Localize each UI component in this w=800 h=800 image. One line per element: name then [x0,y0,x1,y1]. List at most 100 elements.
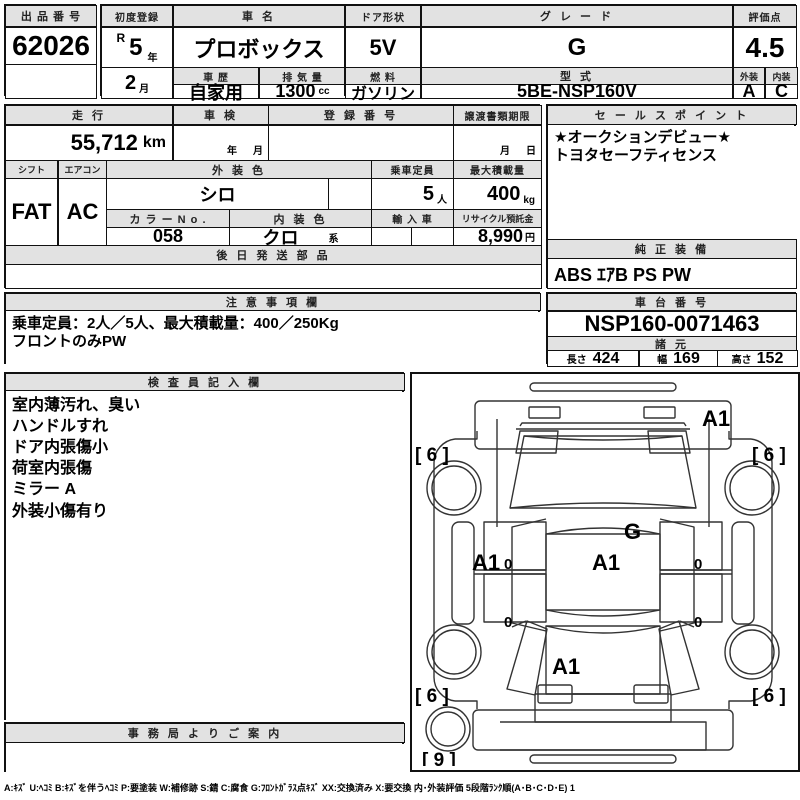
exterior-color-value: シロ [106,178,329,210]
car-name-label: 車 名 [173,5,345,27]
displacement-cell: 1300 cc [259,81,346,101]
shaken-month-unit: 月 [253,146,263,157]
registration-number-value [268,125,454,161]
oem-equipment-label: 純 正 装 備 [547,239,797,259]
later-parts-label: 後 日 発 送 部 品 [5,245,542,265]
shift-value: FAT [5,178,58,246]
grade-label: グ レ ー ド [421,5,733,27]
door-shape-block: ドア形状 5V 燃 料 ガソリン [344,4,421,103]
inspector-notes-block: 検 査 員 記 入 欄 室内薄汚れ、臭い ハンドルすれ ドア内張傷小 荷室内張傷… [4,372,405,720]
car-history-value: 自家用 [173,83,259,103]
diagram-mark-left-front-glass: [ 6 ] [415,445,449,466]
width-label: 幅 [657,355,668,366]
first-registration-month-cell: 2 月 [101,67,173,99]
score-value: 4.5 [733,27,797,68]
door-shape-label: ドア形状 [345,5,421,27]
diagram-mark-left-rear-glass: [ 6 ] [415,686,449,707]
office-notice-label: 事 務 局 よ り ご 案 内 [5,723,405,743]
score-block: 評価点 4.5 外装 内装 A C [732,4,798,101]
chassis-number-label: 車 台 番 号 [547,293,797,311]
import-cell-b [411,227,454,246]
height-label: 高さ [731,355,752,366]
mileage-unit: km [142,134,166,151]
exterior-grade-value: A [733,81,765,101]
registration-number-label: 登 録 番 号 [268,105,454,125]
interior-color-label: 内 装 色 [229,209,372,228]
length-cell: 長さ 424 [547,350,639,367]
lot-number-block: 出 品 番 号 62026 [4,4,97,99]
shaken-year-unit: 年 [227,146,237,157]
era-label: R [116,31,126,45]
diagram-mark-spare-tire: [ 9 ] [422,750,456,766]
max-load-label: 最大積載量 [453,160,542,179]
exterior-grade-label: 外装 [733,67,765,85]
transfer-day-unit: 日 [526,146,536,157]
height-value: 152 [756,349,784,367]
chassis-block: 車 台 番 号 NSP160-0071463 諸 元 長さ 424 幅 169 … [546,292,798,367]
exterior-color-label: 外 装 色 [106,160,372,179]
office-notice-text [6,744,405,772]
displacement-value: 1300 [275,81,316,101]
first-registration-label: 初度登録 [101,5,173,27]
inspector-notes-label: 検 査 員 記 入 欄 [5,373,405,391]
later-parts-value [5,264,542,289]
car-name-block: 車 名 プロボックス 車 歴 排 気 量 自家用 1300 cc [172,4,346,103]
grade-block: グ レ ー ド G 型 式 5BE-NSP160V [420,4,733,101]
seats-cell: 5 人 [371,178,454,210]
recycle-deposit-value: 8,990 [477,226,523,246]
mileage-cell: 55,712 km [5,125,173,161]
diagram-mark-right-rear-glass: [ 6 ] [752,686,786,707]
displacement-unit: cc [318,86,330,97]
aircon-value: AC [58,178,107,246]
aircon-label: エアコン [58,160,107,179]
diagram-mark-left-front-door-small: 0 [504,556,512,573]
lot-number-label: 出 品 番 号 [5,5,97,27]
door-shape-value: 5V [345,27,421,68]
chassis-number-value: NSP160-0071463 [547,311,797,337]
car-damage-diagram: A1 [ 6 ] [ 6 ] A1 A1 G 0 0 0 0 A1 [ 6 ] … [410,372,800,772]
max-load-cell: 400 kg [453,178,542,210]
length-label: 長さ [566,355,587,366]
diagram-mark-left-front-door: A1 [472,550,500,575]
diagram-mark-windshield-chip: G [624,519,641,544]
caution-text: 乗車定員：2人／5人、最大積載量：400／250Kg フロントのみPW [6,312,541,364]
diagram-mark-hood: A1 [552,654,580,679]
diagram-mark-right-front-glass: [ 6 ] [752,445,786,466]
width-cell: 幅 169 [639,350,718,367]
car-name-value: プロボックス [173,27,345,68]
max-load-unit: kg [523,195,535,206]
sales-point-label: セ ー ル ス ポ イ ン ト [547,105,797,125]
color-number-value: 058 [106,226,230,246]
sales-point-block: セ ー ル ス ポ イ ン ト ★オークションデビュー★ トヨタセーフティセンス… [546,104,797,289]
shift-label: シフト [5,160,58,179]
caution-block: 注 意 事 項 欄 乗車定員：2人／5人、最大積載量：400／250Kg フロン… [4,292,541,364]
office-notice-block: 事 務 局 よ り ご 案 内 [4,722,405,772]
diagram-mark-roof-center: A1 [592,550,620,575]
reg-year-value: 5 [129,33,143,61]
mileage-value: 55,712 [70,130,138,155]
damage-code-legend: A:ｷｽﾞ U:ﾍｺﾐ B:ｷｽﾞを伴うﾍｺﾐ P:要塗装 W:補修跡 S:錆 … [4,782,575,793]
color-number-label: カ ラ ー N o . [106,209,230,228]
import-label: 輸 入 車 [371,209,454,228]
year-unit-label: 年 [147,53,158,64]
shaken-label: 車 検 [173,105,269,125]
diagram-mark-right-rear-door-small: 0 [694,614,702,631]
diagram-mark-right-front-door-small: 0 [694,556,702,573]
transfer-doc-cell: 月 日 [453,125,542,161]
grade-value: G [421,27,733,68]
interior-grade-value: C [765,81,798,101]
fuel-value: ガソリン [345,84,421,103]
shaken-cell: 年 月 [173,125,269,161]
seats-value: 5 [422,182,434,205]
interior-color-cell: クロ 系 [229,227,372,248]
recycle-deposit-unit: 円 [525,233,535,244]
first-registration-block: 初度登録 R 5 年 2 月 [100,4,173,99]
import-cell-a [371,227,412,246]
exterior-color-extra [328,178,372,210]
specs-block: 走 行 車 検 登 録 番 号 譲渡書類期限 55,712 km 年 月 月 日… [4,104,542,289]
transfer-month-unit: 月 [500,146,510,157]
diagram-mark-left-rear-door-small: 0 [504,614,512,631]
max-load-value: 400 [486,182,521,205]
transfer-doc-label: 譲渡書類期限 [453,105,542,125]
interior-color-value: クロ [262,227,299,248]
